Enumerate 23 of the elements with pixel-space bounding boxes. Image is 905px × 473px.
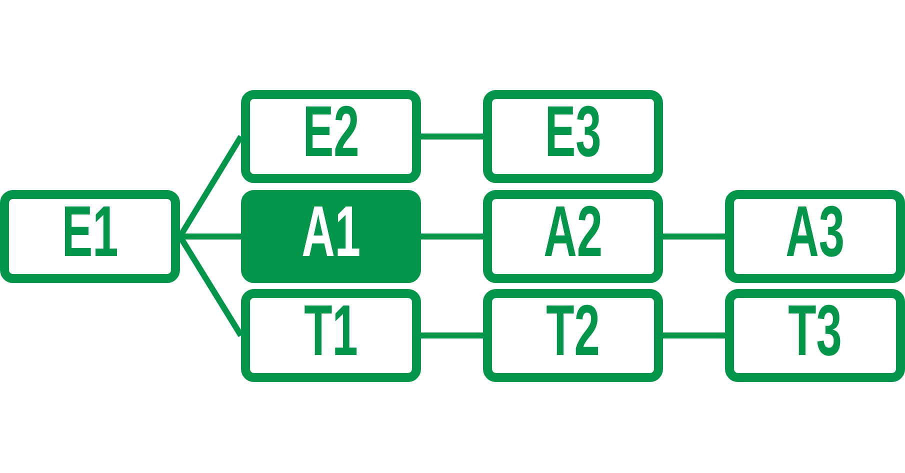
connector-line	[421, 332, 483, 338]
node-label: E1	[62, 204, 118, 262]
node-label: A1	[302, 204, 360, 262]
connector-line	[421, 134, 483, 140]
connector-line	[663, 234, 725, 240]
process-box	[0, 190, 180, 283]
node-label: E3	[544, 104, 602, 162]
node-label: A2	[544, 204, 602, 262]
connector-line	[421, 234, 483, 240]
process-box	[483, 90, 663, 183]
node-label: T2	[546, 302, 600, 360]
connector-line	[663, 332, 725, 338]
process-box	[483, 289, 663, 382]
node-label: T3	[788, 302, 842, 360]
node-label: A3	[786, 204, 844, 262]
node-label: E2	[302, 104, 360, 162]
node-label: T1	[304, 302, 358, 360]
process-box	[725, 190, 905, 283]
process-box	[241, 289, 421, 382]
process-box	[483, 190, 663, 283]
process-box	[241, 190, 421, 283]
process-box	[241, 90, 421, 183]
process-box	[725, 289, 905, 382]
